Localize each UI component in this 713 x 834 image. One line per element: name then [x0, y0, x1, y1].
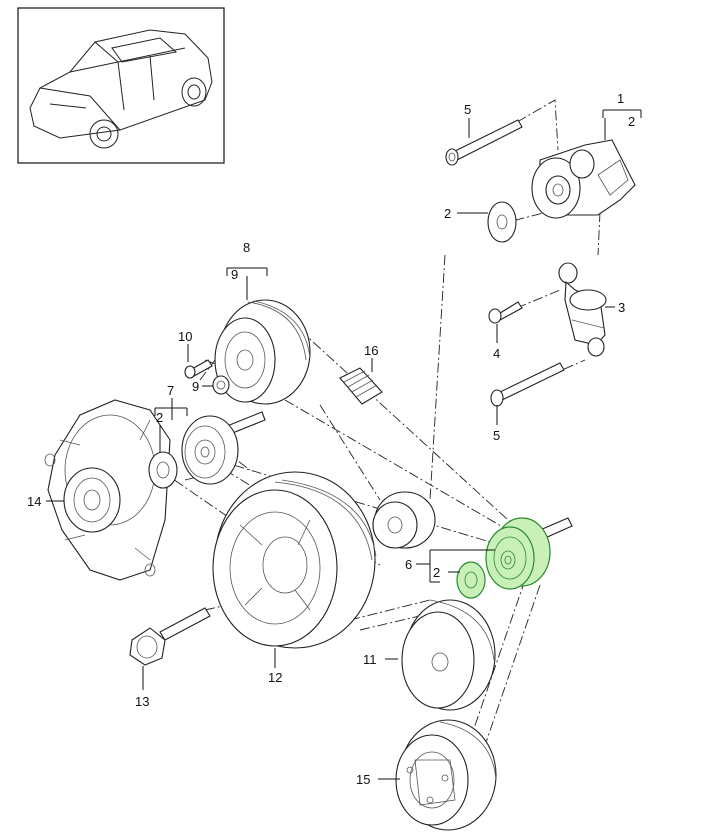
- part-13-crankshaft-bolt: [129, 607, 211, 666]
- part-3-belt-damper: [558, 262, 607, 357]
- callout-15: 15: [356, 772, 370, 787]
- callout-labels: 1 2 5 2 3 4 5 8 9 10 9 16 7 2 14 6 2 11 …: [27, 91, 635, 787]
- callout-12: 12: [268, 670, 282, 685]
- callout-5-lower: 5: [493, 428, 500, 443]
- callout-14: 14: [27, 494, 41, 509]
- part-1-tensioner-assembly: [531, 139, 636, 219]
- part-2-idler-washer: [148, 451, 178, 489]
- callout-9-nut: 9: [192, 379, 199, 394]
- part-4-small-bolt: [488, 301, 523, 324]
- part-12-crankshaft-pulley: [212, 471, 377, 649]
- part-5-upper-bolt: [445, 119, 523, 166]
- callout-2-washer: 2: [444, 206, 451, 221]
- callout-2-tensioner: 2: [628, 114, 635, 129]
- callout-11: 11: [363, 652, 377, 667]
- callout-2-idler: 2: [156, 410, 163, 425]
- idler-roller: [372, 491, 436, 549]
- part-16-drive-belt: [339, 367, 383, 405]
- callout-3: 3: [618, 300, 625, 315]
- part-11-water-pump-pulley: [401, 599, 496, 711]
- callout-16: 16: [364, 343, 378, 358]
- callout-5-upper: 5: [464, 102, 471, 117]
- part-14-alternator: [44, 399, 171, 581]
- part-8-deflection-pulley: [214, 299, 311, 405]
- leader-lines: [46, 109, 642, 780]
- part-10-screw: [184, 359, 213, 379]
- part-2-tensioner-washer: [487, 201, 517, 243]
- vehicle-thumbnail: [17, 7, 225, 164]
- part-15-ac-compressor: [395, 719, 497, 831]
- callout-13: 13: [135, 694, 149, 709]
- part-9-nut: [212, 375, 230, 395]
- callout-6: 6: [405, 557, 412, 572]
- callout-7: 7: [167, 383, 174, 398]
- callout-1: 1: [617, 91, 624, 106]
- callout-2-pulley: 2: [433, 565, 440, 580]
- callout-10: 10: [178, 329, 192, 344]
- part-6-highlighted-pulley: [485, 517, 573, 590]
- callout-8: 8: [243, 240, 250, 255]
- callout-4: 4: [493, 346, 500, 361]
- callout-9-upper: 9: [231, 267, 238, 282]
- part-7-idler-pulley: [181, 411, 266, 485]
- part-5-lower-bolt: [490, 362, 565, 407]
- part-2-highlighted-washer: [456, 561, 486, 599]
